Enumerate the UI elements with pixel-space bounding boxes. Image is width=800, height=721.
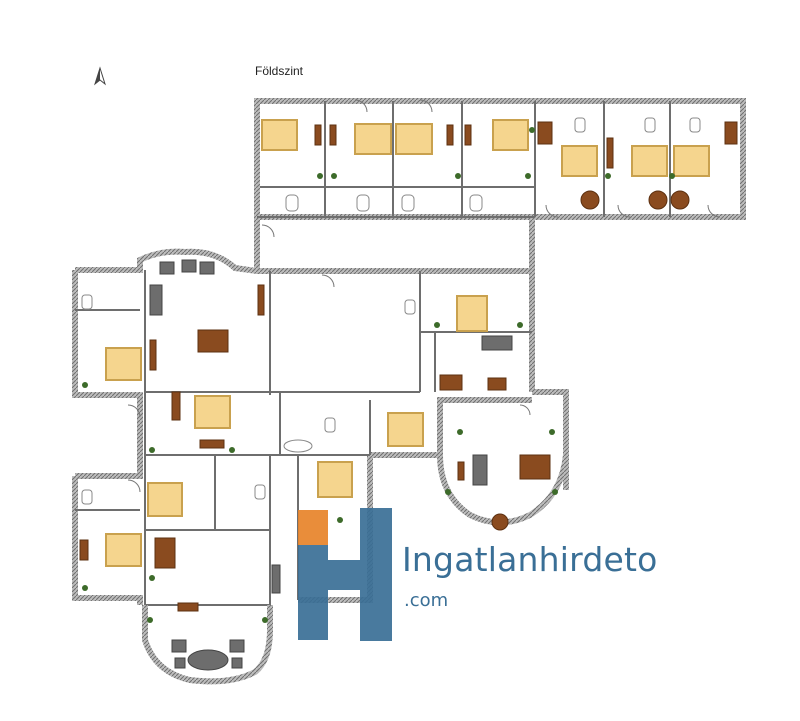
wood-furniture [79, 121, 738, 612]
plants [82, 127, 675, 623]
bay-window-walls [142, 392, 569, 685]
logo-house-icon [298, 508, 392, 641]
interior-walls [75, 101, 671, 606]
grey-furniture [149, 259, 513, 671]
beds [105, 119, 710, 567]
watermark-domain: .com [404, 590, 449, 611]
door-swings [127, 99, 721, 493]
bathroom-fixtures [81, 117, 701, 505]
watermark-brand: Ingatlanhirdeto [402, 540, 658, 579]
floor-plan-title: Földszint [255, 64, 304, 78]
north-arrow-icon [92, 66, 108, 88]
